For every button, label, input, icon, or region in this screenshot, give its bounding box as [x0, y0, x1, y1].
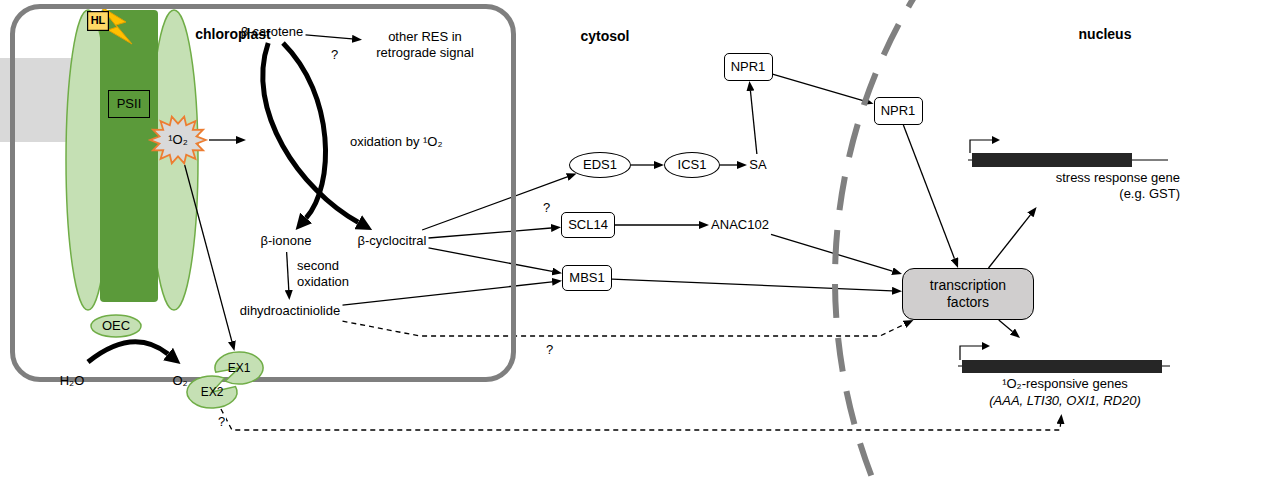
node-label: OEC — [102, 318, 130, 334]
node-label: NPR1 — [731, 59, 766, 75]
oec-ellipse: OEC — [90, 314, 142, 338]
psii-label-box: PSII — [108, 90, 150, 118]
connector — [429, 228, 552, 238]
connector — [615, 224, 699, 225]
node-label: HL — [91, 14, 106, 27]
protein-ellipse: EDS1 — [569, 152, 631, 178]
node-label: ICS1 — [678, 157, 707, 173]
connector — [306, 35, 353, 39]
connector — [903, 125, 954, 259]
connector — [263, 43, 358, 222]
connector — [343, 321, 905, 336]
edge-label: second oxidation — [296, 258, 368, 289]
edge-label: ? — [542, 200, 551, 216]
node-label: EX2 — [201, 385, 224, 399]
gene: stress response gene (e.g. GST) — [945, 135, 1185, 207]
nucleus-compartment: nucleusNPR1 transcription factors stress r… — [835, 0, 1263, 482]
connector — [287, 252, 289, 290]
edge-label: ? — [545, 342, 554, 358]
chloroplast-compartment: chloroplastHLPSII¹O₂OECEX1EX2β-caroteneo… — [10, 4, 516, 382]
water-oxidation-arrow — [88, 342, 168, 362]
connector — [631, 164, 654, 165]
annotation: oxidation by ¹O₂ — [350, 134, 442, 150]
node-label: ¹O₂ — [168, 132, 188, 148]
node-sublabel: (AAA, LTI30, OXI1, RD20) — [965, 393, 1165, 409]
node-label: ANAC102 — [711, 217, 769, 233]
metabolite: β-cyclocitral — [356, 230, 429, 252]
edge-label: ? — [217, 414, 226, 430]
node-label: SCL14 — [568, 217, 608, 233]
protein-box: SCL14 — [561, 212, 615, 238]
connector — [185, 165, 232, 341]
protein-ellipse: ICS1 — [664, 152, 720, 178]
connector — [773, 74, 864, 101]
singlet-oxygen-burst: ¹O₂ — [149, 115, 207, 165]
annotation: H₂O — [60, 373, 85, 389]
light-box: HL — [87, 11, 109, 31]
connector — [999, 320, 1013, 332]
metabolite: dihydroactiniolide — [238, 300, 343, 322]
node-label: EX1 — [228, 361, 251, 375]
annotation: O₂ — [172, 373, 187, 389]
node-label: stress response gene (e.g. GST) — [1030, 170, 1180, 201]
metabolite: SA — [747, 154, 769, 176]
metabolite: β-carotene — [239, 21, 306, 43]
node-label: β-ionone — [261, 233, 312, 249]
node-label: EDS1 — [583, 157, 617, 173]
node-label: ¹O₂-responsive genes — [965, 376, 1165, 392]
nuc-outline — [835, 0, 1263, 482]
connector — [221, 409, 1061, 430]
connector — [720, 164, 737, 165]
node-label: PSII — [117, 96, 142, 112]
protein-name: ANAC102 — [709, 214, 771, 236]
node-label: MBS1 — [569, 270, 604, 286]
edge-label: ? — [330, 47, 339, 63]
protein-box: NPR1 — [874, 97, 923, 125]
protein-box: NPR1 — [724, 53, 773, 81]
executer-protein: EX2 — [186, 375, 238, 409]
node-label: NPR1 — [881, 103, 916, 119]
protein-box: MBS1 — [562, 265, 612, 291]
connector — [989, 215, 1031, 268]
compartment-label: cytosol — [580, 28, 629, 45]
connector — [343, 282, 553, 305]
node-label: transcription factors — [912, 277, 1024, 311]
connector — [771, 234, 892, 271]
singlet-oxygen-arrow — [209, 139, 236, 140]
node-label: β-cyclocitral — [358, 233, 427, 249]
transcription-factor-box: transcription factors — [902, 268, 1034, 320]
connector — [612, 279, 892, 291]
node-label: dihydroactiniolide — [240, 303, 340, 319]
node-label: β-carotene — [241, 24, 303, 40]
metabolite: other RES in retrograde signal — [362, 26, 488, 64]
gene: ¹O₂-responsive genes(AAA, LTI30, OXI1, R… — [945, 338, 1185, 414]
node-label: other RES in retrograde signal — [364, 29, 486, 60]
node-label: SA — [749, 157, 766, 173]
psii-core — [100, 10, 158, 302]
node-label: nucleus — [1070, 26, 1140, 43]
connector — [429, 248, 553, 271]
metabolite: β-ionone — [259, 230, 314, 252]
connector — [750, 91, 756, 154]
connector — [422, 177, 567, 230]
